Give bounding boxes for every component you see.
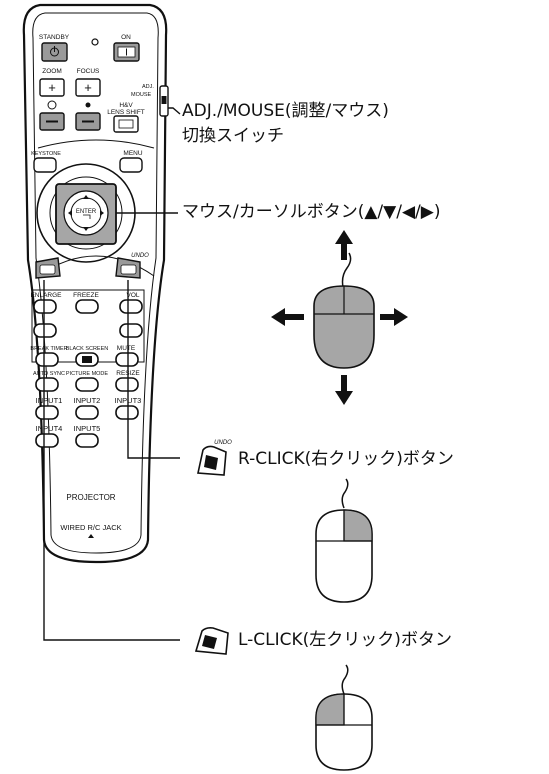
freeze-label: FREEZE	[73, 292, 99, 299]
lens-shift-button[interactable]	[113, 115, 139, 133]
mouse-cable	[341, 478, 349, 509]
input1-button[interactable]	[35, 405, 59, 420]
auto-sync-label: AUTO SYNC	[33, 371, 65, 377]
enter-label: ENTER	[76, 209, 97, 215]
hv-label: H&V	[119, 102, 133, 109]
arrow-up-icon	[335, 230, 353, 260]
zoom-label: ZOOM	[42, 68, 62, 75]
break-timer-button[interactable]	[35, 352, 59, 367]
enlarge-label: ENLARGE	[30, 292, 62, 299]
remote-control: STANDBY ON ZOOM FOCUS + + ADJ. MOUSE H&V…	[22, 3, 169, 564]
enlarge-minus-button[interactable]	[33, 323, 57, 338]
focus-label: FOCUS	[77, 68, 100, 75]
undo-label: UNDO	[131, 253, 149, 259]
freeze-button[interactable]	[75, 299, 99, 314]
enlarge-plus-button[interactable]	[33, 299, 57, 314]
input3-button[interactable]	[115, 405, 139, 420]
mouse-cursor-callout: マウス/カーソルボタン(▲/▼/◀/▶)	[182, 202, 441, 222]
right-button-highlight	[343, 509, 373, 542]
keystone-button[interactable]	[33, 157, 57, 173]
mouse-movement-diagram	[271, 230, 408, 405]
menu-label: MENU	[123, 150, 142, 157]
lens-shift-label: LENS SHIFT	[107, 109, 145, 116]
input5-label: INPUT5	[74, 424, 101, 433]
led-indicator	[91, 38, 99, 46]
rclick-button-icon: UNDO	[197, 440, 232, 476]
arrow-right-icon	[380, 308, 408, 326]
adj-label: ADJ.	[142, 84, 154, 90]
picture-mode-label: PICTURE MODE	[66, 371, 109, 377]
input4-label: INPUT4	[36, 424, 63, 433]
arrow-left-icon	[271, 308, 304, 326]
focus-plus-button[interactable]	[75, 78, 101, 97]
mouse-label: MOUSE	[131, 92, 152, 98]
zoom-icon	[47, 100, 57, 110]
focus-icon	[85, 102, 91, 108]
vol-plus-button[interactable]	[119, 299, 143, 314]
svg-text:+: +	[48, 80, 56, 95]
on-label: ON	[121, 34, 131, 41]
mute-button[interactable]	[115, 352, 139, 367]
vol-minus-button[interactable]	[119, 323, 143, 338]
lclick-mouse	[315, 664, 373, 771]
vol-label: VOL	[126, 292, 139, 299]
rclick-callout: R-CLICK(右クリック)ボタン	[238, 449, 454, 469]
lclick-callout: L-CLICK(左クリック)ボタン	[238, 630, 452, 650]
projector-label: PROJECTOR	[66, 493, 115, 502]
lclick-button-icon	[194, 627, 229, 655]
auto-sync-button[interactable]	[35, 377, 59, 392]
input5-button[interactable]	[75, 433, 99, 448]
svg-text:UNDO: UNDO	[214, 440, 232, 446]
switch-callout-line1: ADJ./MOUSE(調整/マウス)	[182, 101, 389, 121]
resize-button[interactable]	[115, 377, 139, 392]
svg-text:+: +	[84, 80, 92, 95]
input1-label: INPUT1	[36, 396, 63, 405]
mouse-cable	[341, 664, 349, 695]
break-timer-label: BREAK TIMER	[30, 346, 67, 352]
leader-lines	[43, 107, 181, 641]
switch-callout-line2: 切換スイッチ	[182, 126, 284, 146]
left-button-highlight	[315, 693, 345, 726]
keystone-label: KEYSTONE	[31, 151, 61, 157]
black-screen-label: BLACK SCREEN	[66, 346, 109, 352]
mouse-body	[313, 285, 375, 369]
rclick-mouse	[315, 478, 373, 603]
zoom-plus-button[interactable]	[39, 78, 65, 97]
input4-button[interactable]	[35, 433, 59, 448]
arrow-down-icon	[335, 375, 353, 405]
input2-label: INPUT2	[74, 396, 101, 405]
wired-jack-label: WIRED R/C JACK	[60, 523, 121, 532]
jack-icon	[88, 534, 94, 538]
picture-mode-button[interactable]	[75, 377, 99, 392]
standby-label: STANDBY	[39, 34, 70, 41]
mute-label: MUTE	[117, 345, 136, 352]
input2-button[interactable]	[75, 405, 99, 420]
menu-button[interactable]	[119, 157, 143, 173]
mouse-cable	[341, 252, 352, 288]
